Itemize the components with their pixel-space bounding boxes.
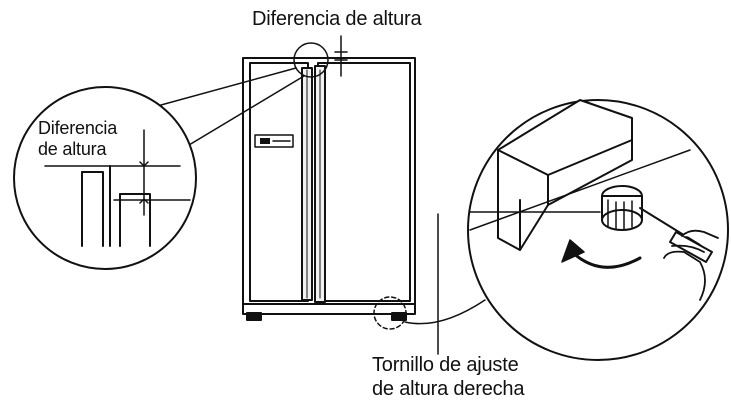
refrigerator: [242, 57, 416, 321]
screw-zoom-circle: [373, 296, 407, 330]
top-zoom-circle: [293, 42, 329, 78]
right-foot: [391, 312, 407, 321]
inset-circle: [13, 86, 197, 270]
screw-label-line-1: Tornillo de ajuste: [372, 354, 519, 376]
fridge-door: [317, 62, 411, 302]
inset-label-line-2: de altura: [38, 139, 107, 159]
adjustment-screw-label: Tornillo de ajuste de altura derecha: [372, 353, 524, 401]
inset-label-line-1: Diferencia: [38, 118, 118, 138]
screw-label-line-2: de altura derecha: [372, 378, 525, 400]
height-difference-label: Diferencia de altura: [252, 8, 422, 30]
screw-icon: [601, 185, 643, 231]
inset-height-difference-label: Diferencia de altura: [38, 118, 117, 160]
hand-icon: [663, 229, 719, 301]
freezer-door: [249, 62, 309, 302]
height-difference-inset: [13, 86, 197, 270]
curved-arrow-icon: [561, 239, 642, 269]
left-foot: [246, 312, 262, 321]
refrigerator-base: [242, 303, 416, 315]
adjustment-screw-inset: [467, 99, 729, 361]
height-difference-marker: [334, 35, 348, 77]
